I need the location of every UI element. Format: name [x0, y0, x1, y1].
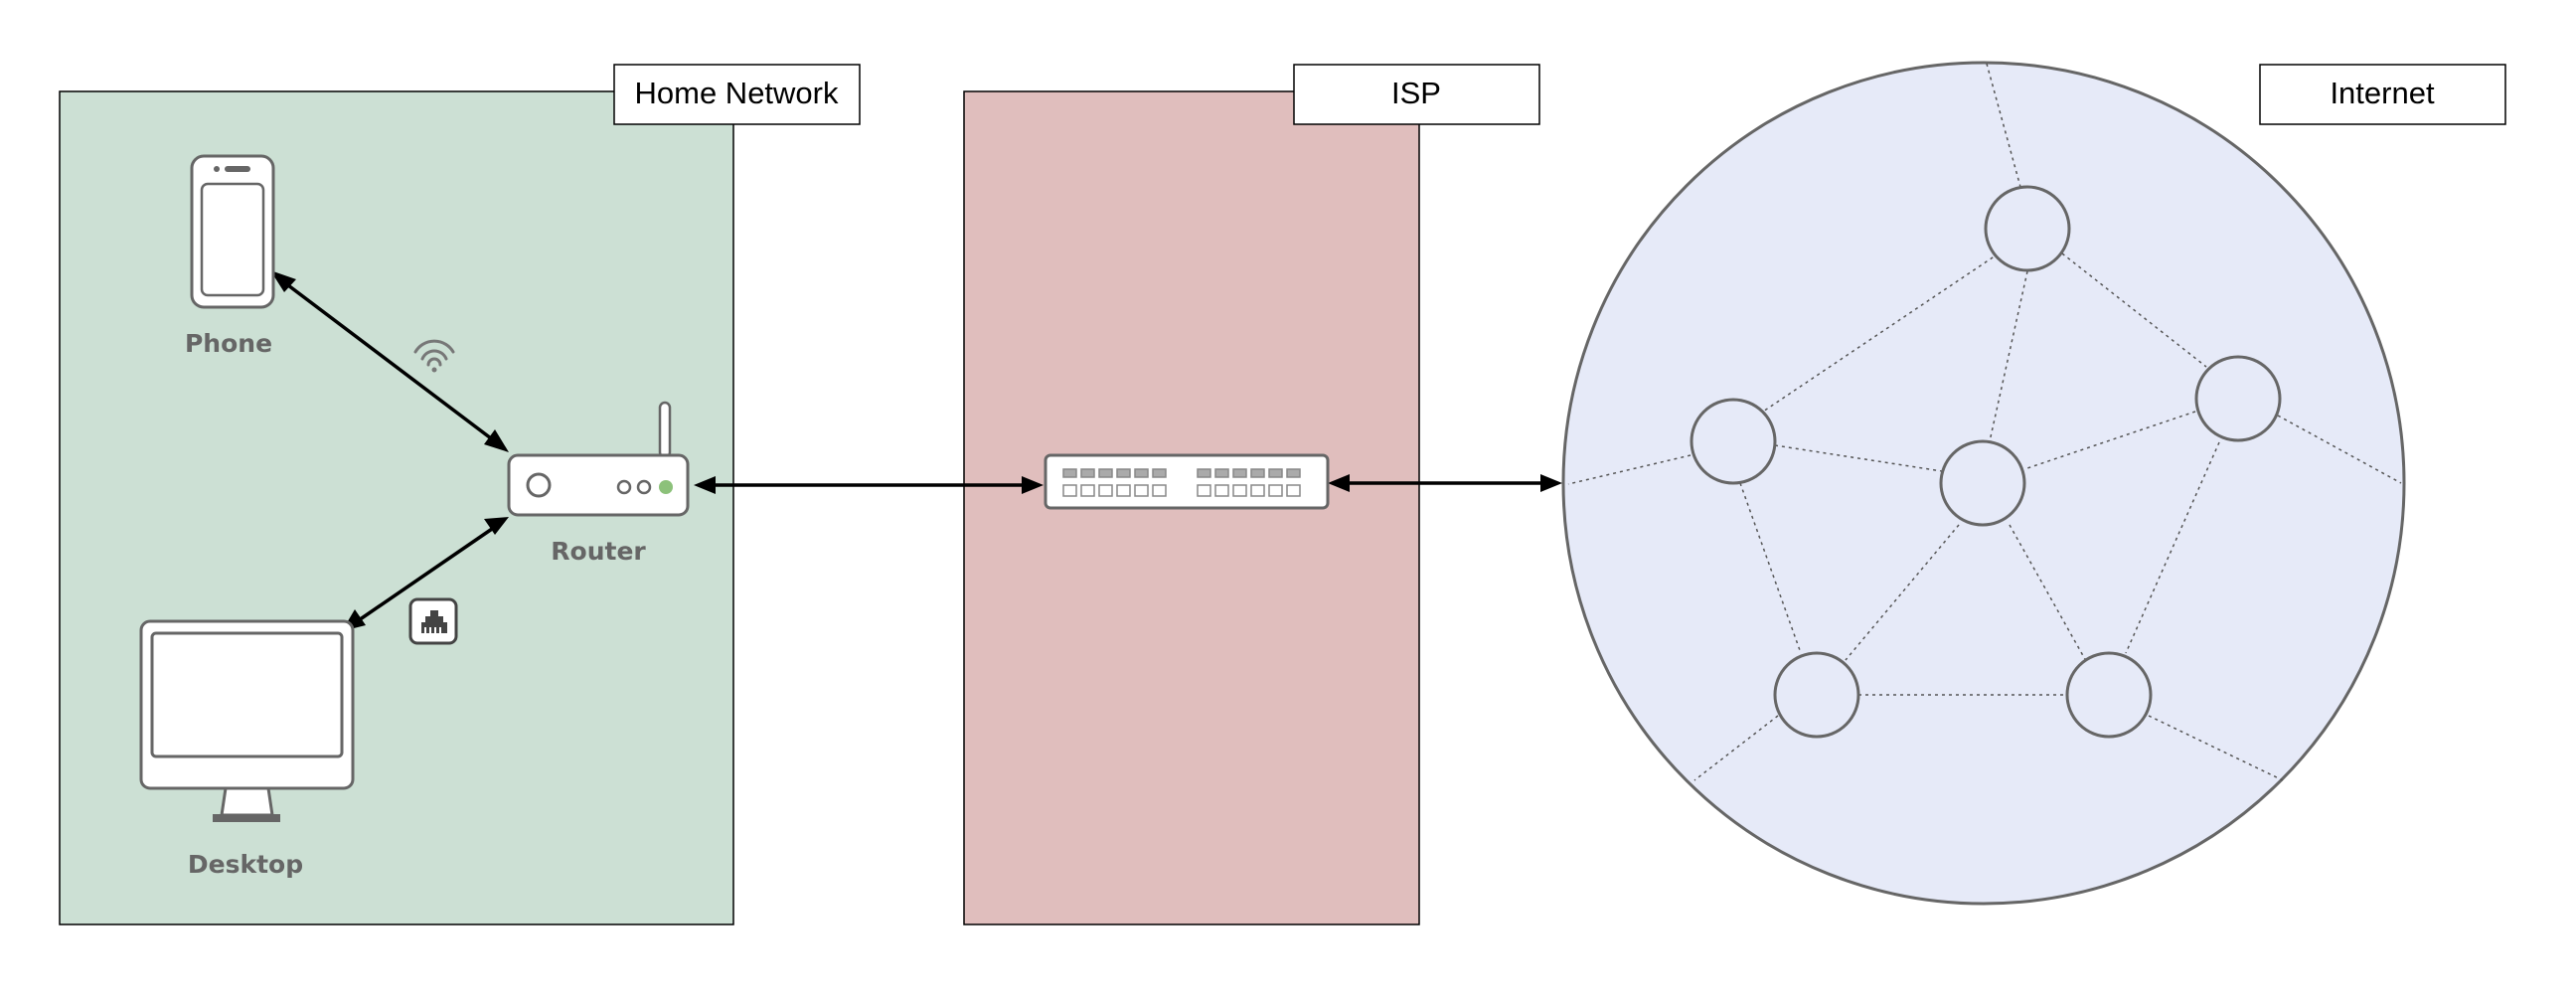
arrowhead: [694, 476, 716, 494]
internet-node: [1690, 398, 1777, 485]
switch-port: [1152, 468, 1167, 478]
mesh-link: [1989, 270, 2028, 442]
switch-port: [1152, 484, 1167, 497]
internet-node: [1984, 185, 2071, 272]
switch-port: [1286, 468, 1301, 478]
arrowhead: [1540, 474, 1562, 492]
internet-nodes: [1690, 185, 2282, 739]
mesh-link: [1845, 524, 1960, 661]
switch-port: [1214, 468, 1229, 478]
arrowhead: [270, 270, 296, 292]
desktop-label: Desktop: [188, 850, 303, 879]
arrowhead: [484, 429, 509, 452]
switch-port: [1250, 484, 1265, 497]
desktop-monitor-icon: [139, 619, 355, 822]
switch-port: [1080, 468, 1095, 478]
arrowheads: [270, 270, 1562, 631]
switch-port: [1134, 484, 1149, 497]
home-network-zone: Home Network: [59, 64, 861, 925]
internet-node: [2065, 651, 2153, 739]
switch-port: [1116, 484, 1131, 497]
router-icon: [507, 401, 690, 517]
smartphone-icon: [190, 154, 275, 309]
connection-arrows: [282, 280, 1546, 624]
mesh-link: [1567, 454, 1691, 485]
internet-node: [1773, 651, 1860, 739]
switch-port: [1197, 468, 1211, 478]
router-status-led: [659, 480, 673, 494]
switch-port: [1098, 484, 1113, 497]
mesh-link: [2061, 252, 2207, 368]
mesh-link: [1739, 482, 1802, 654]
switch-port: [1098, 468, 1113, 478]
isp-label-box: [1293, 64, 1540, 125]
switch-port: [1197, 484, 1211, 497]
switch-port: [1268, 484, 1283, 497]
switch-port: [1250, 468, 1265, 478]
arrowhead: [1022, 476, 1044, 494]
ethernet-port-icon: [408, 597, 458, 645]
mesh-link: [1986, 63, 2021, 188]
mesh-link: [2023, 411, 2196, 470]
mesh-link: [2009, 524, 2087, 662]
arrowhead: [484, 517, 509, 535]
switch-port: [1286, 484, 1301, 497]
router-label: Router: [551, 537, 646, 566]
internet-label: Internet: [2330, 76, 2435, 110]
mesh-link: [1774, 444, 1943, 472]
switch-port: [1214, 484, 1229, 497]
switch-port: [1134, 468, 1149, 478]
wifi-icon: [413, 339, 455, 373]
switch-port: [1062, 468, 1077, 478]
internet-label-box: [2259, 64, 2506, 125]
switch-port: [1062, 484, 1077, 497]
network-switch-icon: [1044, 453, 1330, 510]
isp-label: ISP: [1391, 76, 1441, 110]
home-network-label-box: [613, 64, 861, 125]
mesh-link: [2277, 415, 2402, 484]
home-network-label: Home Network: [635, 76, 839, 110]
switch-port: [1080, 484, 1095, 497]
internet-mesh-links: [1567, 63, 2402, 781]
switch-port: [1116, 468, 1131, 478]
desktop-router-link: [355, 525, 496, 624]
phone-label: Phone: [185, 329, 272, 358]
phone-router-link: [282, 280, 497, 443]
arrowhead: [1328, 474, 1350, 492]
internet-zone: Internet: [1561, 61, 2506, 906]
mesh-link: [1762, 252, 2000, 413]
switch-port: [1232, 484, 1247, 497]
switch-port: [1232, 468, 1247, 478]
switch-port: [1268, 468, 1283, 478]
internet-node: [2194, 355, 2282, 442]
internet-node: [1939, 439, 2026, 527]
